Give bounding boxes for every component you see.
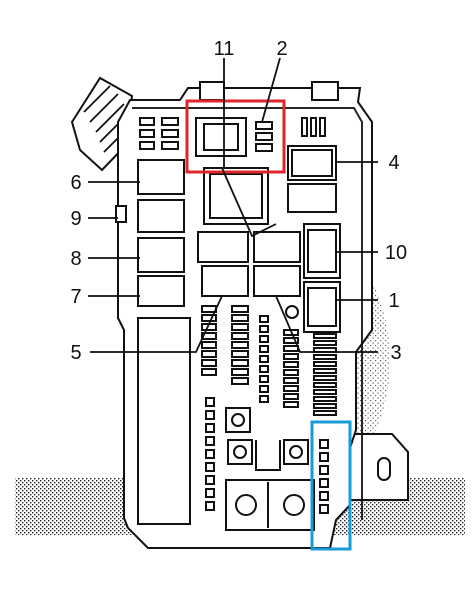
- mini-fuse: [283, 337, 299, 344]
- mini-fuse: [313, 403, 337, 409]
- callout-5: 5: [70, 342, 81, 364]
- mini-fuse: [201, 305, 217, 313]
- callout-8: 8: [70, 248, 81, 270]
- mini-fuse: [205, 436, 215, 446]
- mini-fuse: [205, 423, 215, 433]
- mini-fuse: [313, 389, 337, 395]
- vent-slots: [301, 117, 326, 137]
- mounting-bracket: [344, 433, 409, 501]
- mini-fuse: [259, 375, 269, 383]
- highlight-blue-box: [310, 420, 352, 551]
- mini-fuse: [205, 475, 215, 485]
- top-latch-left: [199, 81, 225, 101]
- mini-fuse-column-top-left: [139, 117, 179, 150]
- highlight-red-box: [185, 99, 286, 174]
- mini-fuse-columns: [201, 305, 337, 514]
- large-fuse-block: [137, 317, 191, 525]
- mini-fuse: [313, 410, 337, 416]
- mini-fuse: [313, 375, 337, 381]
- callout-9: 9: [70, 208, 81, 230]
- leader-lines: [88, 57, 378, 353]
- terminal-posts: [225, 407, 309, 471]
- relay-7: [137, 275, 185, 307]
- mini-fuse: [201, 350, 217, 358]
- mini-fuse: [201, 332, 217, 340]
- mini-fuse: [283, 401, 299, 408]
- mini-fuse: [231, 305, 249, 313]
- mini-fuse: [231, 359, 249, 367]
- mini-fuse: [231, 332, 249, 340]
- mini-fuse: [259, 385, 269, 393]
- mini-fuse: [313, 368, 337, 374]
- relay-3: [253, 265, 301, 297]
- mini-fuse: [319, 439, 329, 449]
- mini-fuse: [205, 462, 215, 472]
- mini-fuse: [319, 452, 329, 462]
- mini-fuse: [259, 315, 269, 323]
- top-latch-right: [311, 81, 339, 101]
- fusible-link-block: [225, 479, 315, 531]
- mini-fuse: [283, 377, 299, 384]
- fuse-group-2: [255, 121, 273, 152]
- callout-10: 10: [385, 242, 407, 264]
- mini-fuse: [283, 353, 299, 360]
- mini-fuse: [205, 501, 215, 511]
- mini-fuse: [201, 314, 217, 322]
- mini-fuse: [231, 350, 249, 358]
- mini-fuse: [319, 504, 329, 514]
- mini-fuse: [313, 354, 337, 360]
- mini-fuse: [313, 333, 337, 339]
- bracket-slot: [377, 457, 391, 481]
- callout-3: 3: [390, 342, 401, 364]
- relay-center-left: [197, 231, 249, 263]
- mini-fuse: [231, 323, 249, 331]
- callout-11: 11: [214, 38, 235, 60]
- mini-fuse: [259, 395, 269, 403]
- mini-fuse: [205, 397, 215, 407]
- mini-fuse: [205, 410, 215, 420]
- callout-4: 4: [388, 152, 399, 174]
- relay-6: [137, 159, 185, 195]
- mini-fuse: [259, 345, 269, 353]
- mini-fuse: [259, 335, 269, 343]
- mini-fuse: [313, 382, 337, 388]
- mini-fuse: [231, 368, 249, 376]
- relay-5: [201, 265, 249, 297]
- relay-center-right: [253, 231, 301, 263]
- mini-fuse: [231, 314, 249, 322]
- mini-fuse: [201, 368, 217, 376]
- mini-fuse: [313, 361, 337, 367]
- mini-fuse: [205, 488, 215, 498]
- mini-fuse: [283, 345, 299, 352]
- mini-fuse: [319, 491, 329, 501]
- mini-fuse: [205, 449, 215, 459]
- callout-2: 2: [276, 38, 287, 60]
- relay-below-4: [287, 183, 337, 213]
- relay-8: [137, 237, 185, 273]
- mini-fuse: [283, 393, 299, 400]
- mini-fuse: [283, 369, 299, 376]
- callout-7: 7: [70, 286, 81, 308]
- mini-fuse: [231, 341, 249, 349]
- callout-6: 6: [70, 172, 81, 194]
- mini-fuse: [259, 355, 269, 363]
- mini-fuse: [313, 340, 337, 346]
- mini-fuse: [319, 465, 329, 475]
- mini-fuse: [201, 341, 217, 349]
- mini-fuse: [201, 359, 217, 367]
- mini-fuse: [231, 377, 249, 385]
- mini-fuse: [259, 365, 269, 373]
- mini-fuse: [313, 396, 337, 402]
- relay-9: [137, 199, 185, 233]
- mini-fuse: [283, 361, 299, 368]
- mini-fuse: [259, 325, 269, 333]
- callout-1: 1: [388, 290, 399, 312]
- mini-fuse: [283, 385, 299, 392]
- mini-fuse: [319, 478, 329, 488]
